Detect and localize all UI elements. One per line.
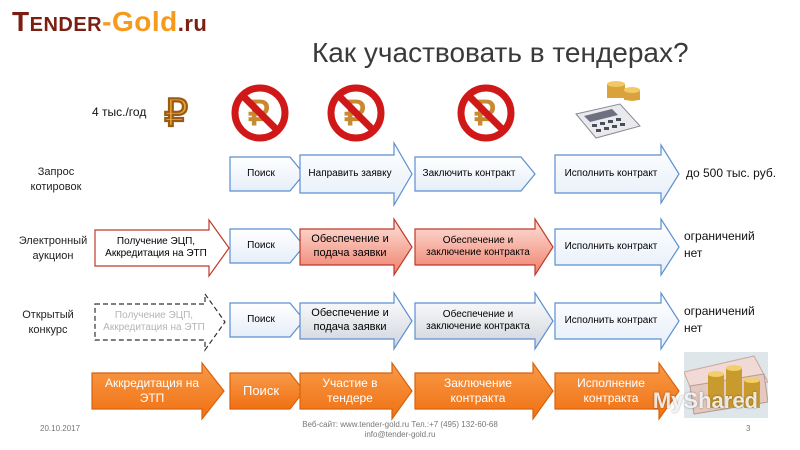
row-label-auction-line1: Электронный [18, 235, 88, 247]
arrow-summary-participate [299, 361, 413, 421]
arrow-summary-conclude [414, 361, 554, 421]
note-auction-line2: нет [684, 246, 703, 261]
row-label-quotes-line2: котировок [30, 180, 82, 193]
row-label-contest-line2: конкурс [28, 323, 68, 336]
step-search-quotes: Поиск [247, 167, 275, 179]
ruble-coin-icon: ₽ [164, 93, 189, 133]
footer-date: 20.10.2017 [40, 424, 81, 433]
arrow-quotes-conclude [414, 156, 536, 192]
arrow-auction-ecp [94, 218, 230, 278]
money-coins-icon [684, 352, 768, 418]
logo: Tender-Gold.ru [12, 6, 207, 38]
step-search-auction: Поиск [247, 239, 275, 251]
step-execute-contract-quotes: Исполнить контракт [564, 167, 658, 179]
step-search-contest: Поиск [247, 313, 275, 325]
arrow-summary-search [229, 372, 305, 410]
logo-part-gold: Gold [111, 6, 178, 37]
no-ruble-sign-icon: ₽ [327, 84, 385, 142]
no-ruble-sign-icon: ₽ [457, 84, 515, 142]
step-accreditation-summary: Аккредитация на ЭТП [104, 376, 200, 405]
step-deposit-contract-contest: Обеспечение и заключение контракта [426, 308, 530, 333]
slide-title: Как участвовать в тендерах? [312, 37, 689, 68]
arrow-quotes-search [229, 156, 305, 192]
step-ecp-accreditation-contest: Получение ЭЦП, Аккредитация на ЭТП [103, 309, 205, 334]
arrow-quotes-execute [554, 142, 680, 206]
note-auction-limit: ограничений нет [684, 228, 755, 263]
step-ecp-accreditation-auction: Получение ЭЦП, Аккредитация на ЭТП [105, 235, 207, 260]
arrow-contest-contract [414, 290, 554, 352]
row-label-auction-line2: аукцион [32, 249, 74, 262]
arrow-contest-ecp [94, 292, 226, 352]
step-send-application: Направить заявку [308, 167, 392, 179]
arrow-quotes-send [299, 140, 413, 208]
arrow-auction-search [229, 228, 305, 264]
no-ruble-sign-icon: ₽ [231, 84, 289, 142]
step-conclude-contract-summary: Заключение контракта [444, 376, 512, 405]
step-execute-contract-auction: Исполнить контракт [564, 240, 658, 252]
watermark: MyShared [652, 388, 758, 413]
step-execute-contract-summary: Исполнение контракта [577, 376, 645, 405]
row-label-auction: Электронный аукцион [10, 234, 96, 264]
footer-contacts: Веб-сайт: www.tender-gold.ru Тел.:+7 (49… [280, 420, 520, 441]
row-label-contest-line1: Открытый [22, 309, 74, 321]
arrow-auction-execute [554, 216, 680, 278]
arrow-auction-deposit [299, 216, 413, 278]
row-label-quotes-line1: Запрос [37, 166, 75, 178]
note-contest-line2: нет [684, 321, 703, 336]
note-contest-line1: ограничений [684, 304, 755, 318]
logo-part-ru: .ru [177, 11, 208, 36]
arrow-summary-accreditation [91, 361, 225, 421]
logo-part-tender: Tender [12, 6, 103, 37]
svg-text:₽: ₽ [164, 93, 188, 132]
step-search-summary: Поиск [242, 382, 280, 398]
step-deposit-contract-auction: Обеспечение и заключение контракта [426, 234, 530, 259]
note-auction-line1: ограничений [684, 229, 755, 243]
footer-contacts-line2: info@tender-gold.ru [364, 430, 436, 440]
step-execute-contract-contest: Исполнить контракт [564, 314, 658, 326]
arrow-contest-deposit [299, 290, 413, 352]
note-quotes-limit: до 500 тыс. руб. [686, 166, 777, 180]
arrow-auction-contract [414, 216, 554, 278]
step-participate-summary: Участие в тендере [322, 376, 378, 405]
note-contest-limit: ограничений нет [684, 303, 755, 338]
row-label-quotes: Запрос котировок [18, 165, 94, 195]
logo-dash: - [102, 6, 112, 37]
arrow-contest-search [229, 302, 305, 338]
footer-contacts-line1: Веб-сайт: www.tender-gold.ru Тел.:+7 (49… [302, 420, 498, 429]
step-deposit-application-auction: Обеспечение и подача заявки [311, 233, 389, 259]
footer-page-number: 3 [746, 424, 751, 433]
arrow-contest-execute [554, 290, 680, 352]
calculator-coins-icon [575, 81, 641, 139]
step-conclude-contract-quotes: Заключить контракт [422, 167, 516, 179]
price-note: 4 тыс./год [92, 105, 147, 119]
arrow-summary-execute [554, 361, 680, 421]
step-deposit-application-contest: Обеспечение и подача заявки [311, 307, 389, 333]
row-label-contest: Открытый конкурс [10, 308, 86, 338]
